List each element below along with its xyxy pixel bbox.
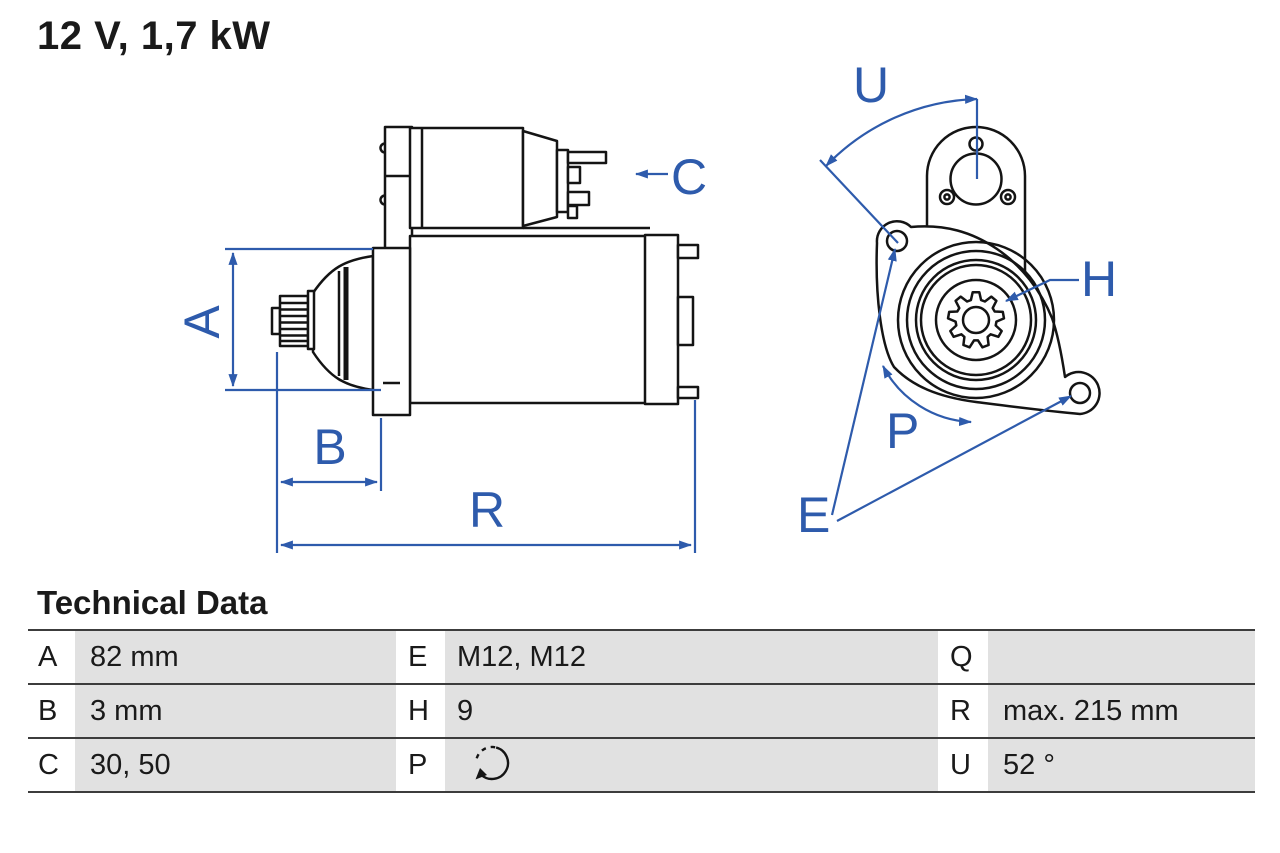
side-view-dimensions: A B R C bbox=[174, 149, 707, 553]
table-row: C 30, 50 P U 52 ° bbox=[28, 739, 1255, 793]
param-letter: B bbox=[28, 685, 75, 737]
starter-motor-front-view bbox=[875, 125, 1101, 416]
dim-e-line bbox=[836, 395, 1072, 522]
section-heading: Technical Data bbox=[37, 584, 268, 621]
technical-data-table: A 82 mm E M12, M12 Q B 3 mm H 9 R max. 2… bbox=[28, 629, 1255, 793]
front-view-dimensions: U H P E bbox=[797, 57, 1117, 543]
mounting-bracket-arm bbox=[383, 125, 414, 252]
page-title: 12 V, 1,7 kW bbox=[37, 14, 271, 58]
param-letter: U bbox=[938, 739, 988, 791]
end-cap-tab bbox=[676, 243, 700, 260]
dim-u-arc bbox=[825, 94, 979, 167]
end-cap-block bbox=[676, 295, 695, 347]
housing-ring bbox=[934, 278, 1018, 362]
dim-label-a: A bbox=[174, 305, 230, 339]
terminal-step bbox=[566, 204, 579, 220]
bracket-small-hole-center bbox=[943, 193, 951, 201]
housing-ring bbox=[919, 263, 1033, 377]
dim-label-c: C bbox=[671, 149, 707, 205]
param-value bbox=[988, 631, 1255, 683]
param-value: 9 bbox=[445, 685, 938, 737]
terminal-step bbox=[566, 165, 582, 185]
param-value: 52 ° bbox=[988, 739, 1255, 791]
param-letter: Q bbox=[938, 631, 988, 683]
param-letter: E bbox=[396, 631, 445, 683]
param-value: 82 mm bbox=[75, 631, 396, 683]
param-letter: P bbox=[396, 739, 445, 791]
bracket-small-hole-center bbox=[1004, 193, 1012, 201]
mounting-bolt-hole bbox=[1068, 381, 1092, 405]
starter-motor-side-view bbox=[270, 125, 700, 417]
housing-ring bbox=[905, 249, 1047, 391]
pinion-end-cap bbox=[306, 289, 316, 351]
pinion-teeth-stripes bbox=[281, 301, 307, 343]
solenoid-taper bbox=[521, 129, 559, 228]
param-letter: R bbox=[938, 685, 988, 737]
dim-label-u: U bbox=[853, 57, 889, 113]
terminal-stud bbox=[566, 190, 591, 207]
dim-label-p: P bbox=[886, 403, 919, 459]
mounting-flange bbox=[371, 246, 412, 417]
ccw-rotation-icon bbox=[475, 745, 510, 781]
terminal-block bbox=[555, 148, 570, 214]
table-row: B 3 mm H 9 R max. 215 mm bbox=[28, 685, 1255, 739]
solenoid bbox=[408, 126, 525, 230]
technical-drawing: A B R C U H bbox=[174, 57, 1117, 553]
param-value: 30, 50 bbox=[75, 739, 396, 791]
table-row: A 82 mm E M12, M12 Q bbox=[28, 631, 1255, 685]
param-letter: H bbox=[396, 685, 445, 737]
dim-e-line bbox=[830, 247, 897, 516]
dim-label-b: B bbox=[313, 419, 346, 475]
terminal-stud bbox=[566, 150, 608, 165]
dim-label-e: E bbox=[797, 487, 830, 543]
param-letter: A bbox=[28, 631, 75, 683]
param-value: 3 mm bbox=[75, 685, 396, 737]
pinion-center-hole bbox=[961, 305, 991, 335]
motor-body bbox=[408, 234, 649, 405]
end-cap-tab bbox=[676, 385, 700, 400]
dim-label-r: R bbox=[469, 482, 505, 538]
param-value: M12, M12 bbox=[445, 631, 938, 683]
param-value-rotation bbox=[445, 739, 938, 791]
param-value: max. 215 mm bbox=[988, 685, 1255, 737]
dim-p-arc bbox=[882, 365, 973, 427]
end-cap bbox=[643, 233, 680, 406]
dim-h-line bbox=[1005, 278, 1079, 302]
housing-ring bbox=[914, 258, 1038, 382]
housing-ring bbox=[896, 240, 1056, 400]
dim-u-leg bbox=[819, 159, 899, 244]
param-letter: C bbox=[28, 739, 75, 791]
drive-end-housing bbox=[311, 254, 375, 392]
dim-label-h: H bbox=[1081, 251, 1117, 307]
